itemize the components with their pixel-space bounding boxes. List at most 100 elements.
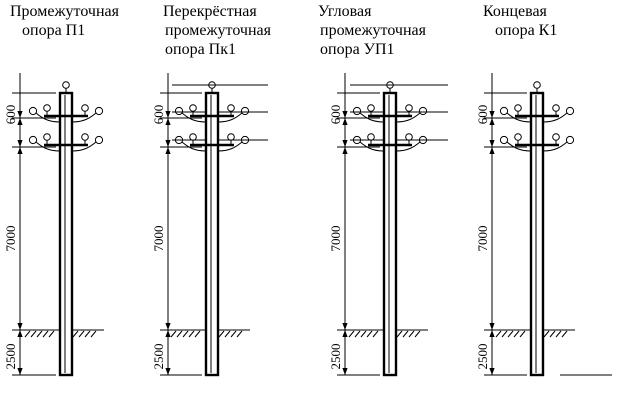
dimension-arrowhead — [17, 118, 23, 125]
insulator — [62, 81, 70, 93]
ground-hatch — [561, 330, 568, 338]
dimension-arrowhead — [489, 140, 495, 147]
pole-body — [204, 91, 220, 377]
dimension-7000: 7000 — [151, 226, 166, 252]
pole-title-line: Перекрёстная — [163, 3, 257, 20]
ground-hatch — [30, 330, 37, 338]
dimension-arrowhead — [165, 147, 171, 154]
ground-hatch — [170, 330, 177, 338]
insulator-hook — [352, 106, 385, 123]
dimension-2500: 2500 — [475, 344, 490, 370]
crossarm — [174, 104, 250, 123]
ground-hatch — [501, 330, 508, 338]
dimension-arrowhead — [17, 323, 23, 330]
dimension-arrowhead — [489, 323, 495, 330]
insulator — [227, 104, 235, 116]
dimension-arrowhead — [17, 111, 23, 118]
dimension-arrowhead — [165, 330, 171, 337]
pole-title-line: промежуточная — [320, 22, 427, 39]
dimension-600: 600 — [328, 105, 343, 125]
dimension-7000: 7000 — [3, 226, 18, 252]
pole-title-line: опора Пк1 — [165, 41, 236, 58]
dimension-arrowhead — [489, 111, 495, 118]
ground-hatch — [519, 330, 526, 338]
ground-hatch — [48, 330, 55, 338]
crossarm — [352, 133, 428, 152]
ground-hatch — [36, 330, 43, 338]
ground-hatch — [408, 330, 415, 338]
ground-hatch — [72, 330, 79, 338]
ground-hatch — [402, 330, 409, 338]
crossarm — [28, 133, 104, 152]
insulator-hook — [217, 106, 250, 123]
insulator — [514, 104, 522, 116]
insulator — [81, 104, 89, 116]
insulator-hook — [499, 106, 532, 123]
ground-hatch — [24, 330, 31, 338]
insulator — [227, 133, 235, 145]
dimension-arrowhead — [342, 147, 348, 154]
dimension-600: 600 — [475, 105, 490, 125]
dimension-arrowhead — [165, 140, 171, 147]
ground-hatch — [194, 330, 201, 338]
ground-hatch — [507, 330, 514, 338]
pole-body — [58, 91, 74, 377]
insulator-hook — [71, 135, 104, 152]
insulator-hook — [28, 135, 61, 152]
insulator — [386, 81, 394, 93]
insulator — [552, 133, 560, 145]
insulator — [189, 104, 197, 116]
ground-hatch — [176, 330, 183, 338]
ground-hatch — [414, 330, 421, 338]
ground-hatch — [555, 330, 562, 338]
ground-hatch — [543, 330, 550, 338]
insulator-hook — [395, 135, 428, 152]
ground-hatch — [354, 330, 361, 338]
dimension-arrowhead — [165, 368, 171, 375]
ground-hatch — [366, 330, 373, 338]
insulator-hook — [395, 106, 428, 123]
dimension-arrowhead — [342, 323, 348, 330]
pole-title-line: опора УП1 — [320, 41, 395, 58]
ground-hatch — [182, 330, 189, 338]
crossarm — [352, 104, 428, 123]
dimension-2500: 2500 — [151, 344, 166, 370]
insulator — [208, 81, 216, 93]
dimension-arrowhead — [489, 330, 495, 337]
ground-hatch — [188, 330, 195, 338]
dimension-arrowhead — [165, 111, 171, 118]
dimension-arrowhead — [17, 330, 23, 337]
dimension-arrowhead — [342, 368, 348, 375]
pole-title: Угловая промежуточная опора УП1 — [318, 3, 427, 58]
pole-title-line: Промежуточная — [10, 3, 120, 20]
dimension-arrowhead — [342, 330, 348, 337]
ground-hatch — [218, 330, 225, 338]
pole-body — [382, 91, 398, 377]
insulator-hook — [174, 135, 207, 152]
insulator — [43, 104, 51, 116]
insulator-hook — [542, 135, 575, 152]
dimension-arrowhead — [489, 118, 495, 125]
crossarm — [499, 104, 575, 123]
dimension-arrowhead — [17, 147, 23, 154]
dimension-arrowhead — [165, 118, 171, 125]
ground-hatch — [230, 330, 237, 338]
pole-title-line: Угловая — [318, 3, 372, 20]
ground-hatch — [236, 330, 243, 338]
insulator — [367, 104, 375, 116]
insulator — [552, 104, 560, 116]
ground-hatch — [372, 330, 379, 338]
insulator-hook — [71, 106, 104, 123]
crossarm — [499, 133, 575, 152]
